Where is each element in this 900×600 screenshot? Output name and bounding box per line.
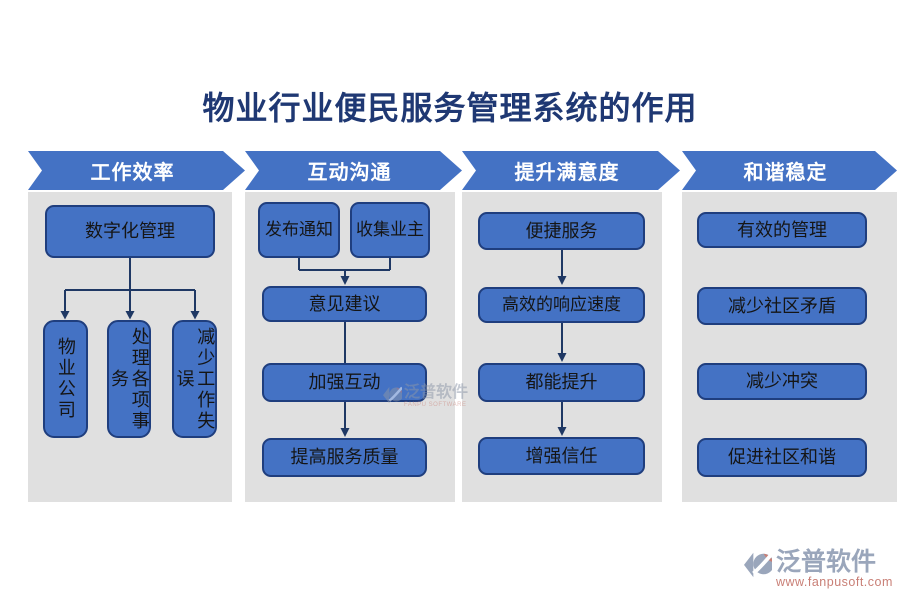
flow-box-publish-notice: 发布通知 xyxy=(258,202,340,258)
chevron-banner-shape xyxy=(245,151,462,190)
header-label: 和谐稳定 xyxy=(743,162,828,184)
flow-box-reduce-errors: 减少工作失误 xyxy=(172,320,217,438)
fanpu-logo-icon xyxy=(383,386,402,404)
chevron-banner-shape xyxy=(462,151,680,190)
watermark-caption: FANPU SOFTWARE xyxy=(404,401,467,408)
page-title: 物业行业便民服务管理系统的作用 xyxy=(202,90,698,126)
flow-box-improve-service-quality: 提高服务质量 xyxy=(262,438,427,477)
arrowheads xyxy=(60,276,567,437)
flow-box-reduce-conflict: 减少冲突 xyxy=(697,363,867,400)
logo-brand-text: 泛普软件 xyxy=(776,548,877,576)
flow-box-handle-affairs: 处理各项事务 xyxy=(107,320,151,438)
flow-box-promote-community-harmony: 促进社区和谐 xyxy=(697,438,867,477)
center-watermark: 泛普软件 FANPU SOFTWARE xyxy=(383,384,468,408)
flow-box-collect-owners: 收集业主 xyxy=(350,202,430,258)
fanpu-logo: 泛普软件 www.fanpusoft.com xyxy=(744,549,893,589)
flow-box-all-improve: 都能提升 xyxy=(478,363,645,402)
flow-box-convenient-service: 便捷服务 xyxy=(478,212,645,250)
flow-box-enhance-trust: 增强信任 xyxy=(478,437,645,475)
chevron-banner-shape xyxy=(28,151,245,190)
header-satisfaction: 提升满意度 xyxy=(462,151,680,190)
header-label: 提升满意度 xyxy=(514,162,620,184)
flow-box-effective-management: 有效的管理 xyxy=(697,212,867,248)
flow-box-reduce-community-conflict: 减少社区矛盾 xyxy=(697,287,867,325)
fanpu-logo-icon xyxy=(744,552,772,578)
header-label: 工作效率 xyxy=(90,162,175,184)
flow-box-property-company: 物业公司 xyxy=(43,320,88,438)
flow-box-opinions-suggestions: 意见建议 xyxy=(262,286,427,322)
header-work-efficiency: 工作效率 xyxy=(28,151,245,190)
header-label: 互动沟通 xyxy=(307,162,392,184)
flow-box-digital-management: 数字化管理 xyxy=(45,205,215,258)
logo-website-text: www.fanpusoft.com xyxy=(776,575,893,590)
header-interaction: 互动沟通 xyxy=(245,151,462,190)
chevron-banner-shape xyxy=(682,151,897,190)
header-harmony: 和谐稳定 xyxy=(682,151,897,190)
watermark-brand: 泛普软件 xyxy=(404,384,469,401)
flow-box-response-speed: 高效的响应速度 xyxy=(478,287,645,323)
